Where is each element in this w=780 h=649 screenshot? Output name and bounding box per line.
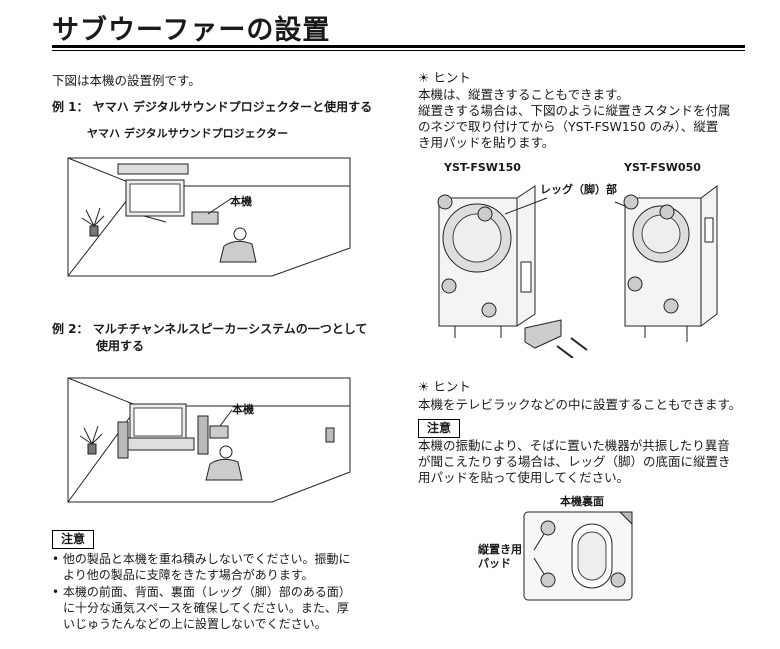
example2-label-line1: 例 2： マルチチャンネルスピーカーシステムの一つとして	[52, 322, 368, 336]
caution-text-2c: いじゅうたんなどの上に設置しないでください。	[63, 617, 327, 631]
caution-right-line-1: 本機の振動により、そばに置いた機器が共振したり異音	[418, 438, 730, 453]
hint-icon: ☀	[418, 70, 430, 85]
caution-bullet-1: • 他の製品と本機を重ね積みしないでください。振動に	[52, 552, 351, 566]
caution-text-1b: より他の製品に支障をきたす場合があります。	[63, 568, 314, 582]
example1-label: 例 1： ヤマハ デジタルサウンドプロジェクターと使用する	[52, 100, 373, 114]
hint1-heading-row: ☀ ヒント	[418, 69, 471, 86]
pad-label-line1: 縦置き用	[478, 543, 522, 556]
hint2-heading: ヒント	[433, 379, 471, 394]
hint1-heading: ヒント	[433, 70, 471, 85]
example2-label-line2: 使用する	[96, 339, 145, 353]
caution-text-1a: 他の製品と本機を重ね積みしないでください。振動に	[62, 552, 351, 566]
hint1-line-1: 本機は、縦置きすることもできます。	[418, 87, 629, 102]
room-illustration-1	[67, 157, 351, 277]
hint1-line-2: 縦置きする場合は、下図のように縦置きスタンドを付属	[418, 103, 731, 118]
title-rule-thick	[52, 45, 745, 48]
room-illustration-2	[67, 377, 351, 503]
bottom-view-illustration	[523, 511, 633, 601]
hint2-text: 本機をテレビラックなどの中に設置することもできます。	[418, 397, 742, 412]
leg-callout: レッグ（脚）部	[540, 183, 617, 196]
hint1-line-3: のネジで取り付けてから（YST-FSW150 のみ）、縦置	[418, 119, 719, 134]
intro-text: 下図は本機の設置例です。	[52, 73, 201, 88]
pad-label-line2: パッド	[478, 557, 511, 570]
unit-callout-1: 本機	[230, 195, 252, 208]
caution-text-2b: に十分な通気スペースを確保してください。また、厚	[63, 601, 349, 615]
unit-callout-2: 本機	[232, 403, 254, 416]
vertical-setup-illustration	[437, 185, 718, 358]
caution-right-line-2: が聞こえたりする場合は、レッグ（脚）の底面に縦置き	[418, 454, 731, 469]
title-rule-thin	[52, 50, 745, 51]
bottom-view-label: 本機裏面	[560, 495, 604, 508]
caution-text-2a: 本機の前面、背面、裏面（レッグ（脚）部のある面）	[62, 585, 351, 599]
hint2-icon: ☀	[418, 379, 430, 394]
caution-bullet-2: • 本機の前面、背面、裏面（レッグ（脚）部のある面）	[52, 585, 351, 599]
model-a-label: YST-FSW150	[444, 161, 521, 174]
caution-heading-right: 注意	[418, 419, 461, 438]
caution-heading-left: 注意	[52, 530, 95, 549]
hint1-line-4: き用パッドを貼ります。	[418, 135, 555, 150]
model-b-label: YST-FSW050	[624, 161, 701, 174]
hint2-heading-row: ☀ ヒント	[418, 378, 471, 395]
projector-callout: ヤマハ デジタルサウンドプロジェクター	[87, 127, 289, 140]
caution-right-line-3: 用パッドを貼って使用してください。	[418, 470, 630, 485]
page-title: サブウーファーの設置	[52, 15, 331, 46]
